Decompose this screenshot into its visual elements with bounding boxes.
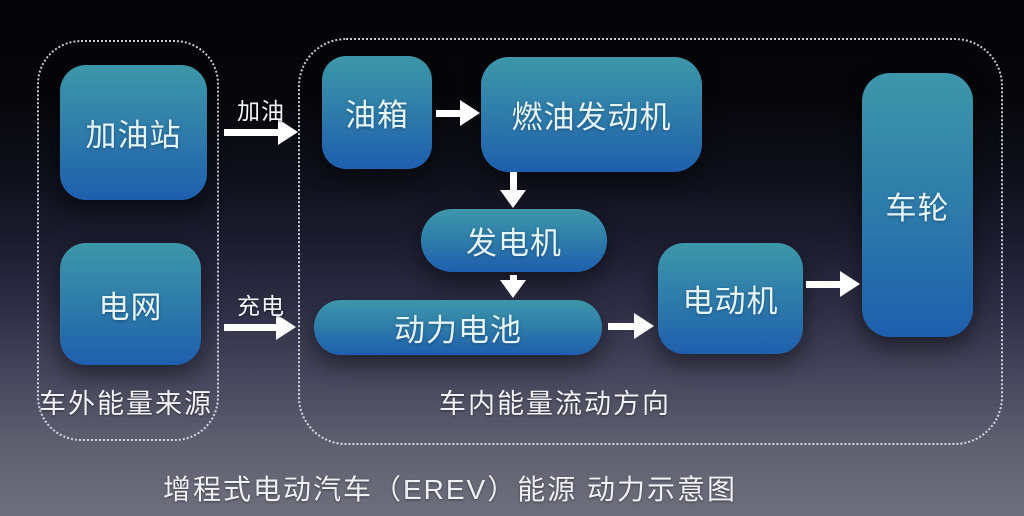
node-generator-label: 发电机 (466, 226, 562, 261)
arrow-shaft (224, 128, 278, 136)
node-gas-station: 加油站 (60, 65, 207, 200)
arrow-shaft (509, 172, 517, 190)
tank-to-engine-arrow-icon (436, 100, 480, 126)
charge-flow-label: 充电 (237, 293, 285, 319)
battery-to-motor-arrow-icon (608, 313, 654, 339)
node-power-grid-label: 电网 (98, 289, 163, 325)
external-energy-sources-label: 车外能量来源 (39, 389, 213, 419)
arrow-shaft (436, 109, 460, 117)
generator-to-battery-arrow-icon (500, 275, 526, 298)
arrow-head (840, 271, 860, 297)
node-fuel-tank-label: 油箱 (345, 98, 409, 133)
node-traction-battery-label: 动力电池 (394, 313, 522, 348)
node-wheels-label: 车轮 (885, 190, 950, 226)
refuel-flow-label: 加油 (237, 98, 285, 124)
node-fuel-engine: 燃油发动机 (481, 57, 702, 172)
arrow-shaft (509, 275, 517, 280)
arrow-head (276, 314, 296, 340)
arrow-head (634, 313, 654, 339)
node-gas-station-label: 加油站 (85, 118, 182, 153)
node-fuel-engine-label: 燃油发动机 (511, 100, 672, 135)
arrow-shaft (806, 280, 840, 288)
node-electric-motor-label: 电动机 (682, 284, 779, 319)
arrow-head (500, 190, 526, 208)
arrow-shaft (224, 323, 276, 331)
node-electric-motor: 电动机 (658, 243, 803, 354)
charge-arrow-icon (224, 314, 296, 340)
external-energy-group-outline (37, 40, 219, 441)
node-wheels: 车轮 (862, 73, 973, 337)
arrow-head (278, 119, 298, 145)
arrow-shaft (608, 322, 634, 330)
refuel-arrow-icon (224, 119, 298, 145)
internal-energy-flow-label: 车内能量流动方向 (439, 389, 671, 419)
motor-to-wheels-arrow-icon (806, 271, 860, 297)
diagram-title: 增程式电动汽车（EREV）能源 动力示意图 (162, 474, 738, 505)
arrow-head (460, 100, 480, 126)
node-fuel-tank: 油箱 (322, 56, 432, 169)
engine-to-generator-arrow-icon (500, 172, 526, 208)
arrow-head (500, 280, 526, 298)
node-generator: 发电机 (421, 209, 607, 272)
node-traction-battery: 动力电池 (314, 300, 602, 355)
internal-energy-group-outline (298, 38, 1003, 445)
node-power-grid: 电网 (60, 243, 201, 365)
